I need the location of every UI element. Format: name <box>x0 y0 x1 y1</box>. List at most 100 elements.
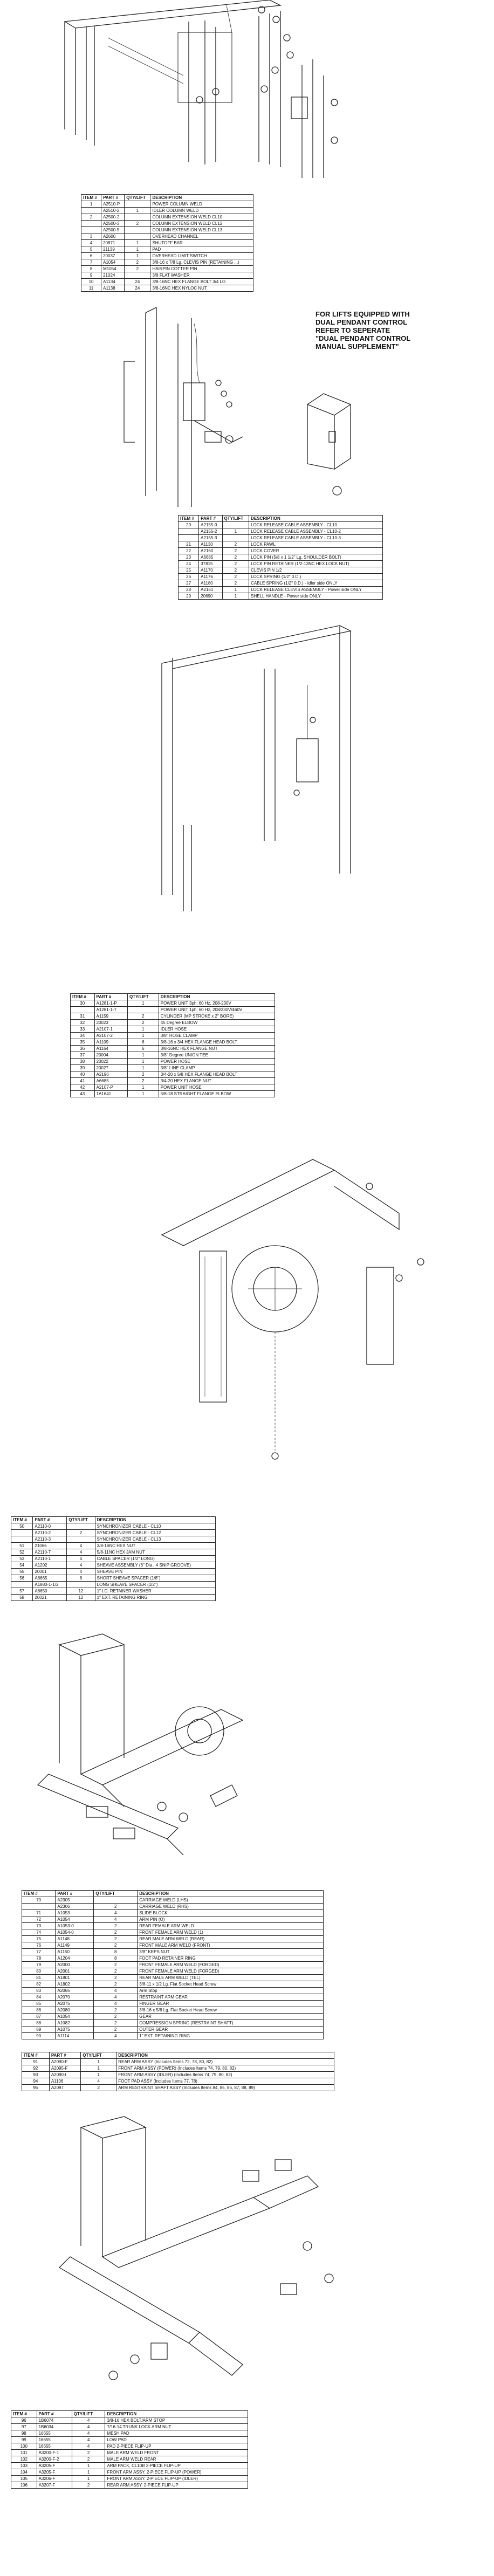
pendant-control-note: FOR LIFTS EQUIPPED WITH DUAL PENDANT CON… <box>315 310 456 351</box>
cell-qty: 2 <box>93 1903 138 1910</box>
cell-qty: 1 <box>127 1090 159 1097</box>
cell-part: 1B6034 <box>36 2423 72 2430</box>
cell-qty: 1 <box>71 2469 106 2476</box>
cell-item: 58 <box>10 1594 33 1601</box>
cell-part: 20871 <box>101 239 125 246</box>
cell-part: A1138 <box>101 285 125 292</box>
cell-item: 94 <box>22 2078 50 2085</box>
cell-part: A2155-2 <box>198 528 223 535</box>
cell-description: ARM PIN (O) <box>137 1916 324 1923</box>
col-part: PART # <box>94 993 128 1000</box>
cell-item: 99 <box>11 2436 37 2443</box>
cell-part: A2196 <box>94 1071 128 1078</box>
cell-item: 95 <box>22 2084 50 2091</box>
cell-qty: 12 <box>66 1588 95 1595</box>
cell-qty <box>222 534 250 541</box>
cell-description: FOOT PAD ASSY (Includes Items 77, 78) <box>116 2078 334 2085</box>
cell-description: LOCK PAWL <box>249 541 383 548</box>
cell-qty: 24 <box>124 278 151 285</box>
cell-qty: 4 <box>66 1549 95 1556</box>
cell-item: 104 <box>11 2469 37 2476</box>
cell-item: 38 <box>70 1058 95 1065</box>
cell-qty <box>93 1897 138 1904</box>
cell-part: A2090-I <box>49 2071 81 2078</box>
cell-qty: 2 <box>127 1013 159 1020</box>
cell-qty: 1 <box>124 246 151 253</box>
cell-part: A2110-0 <box>32 1523 67 1530</box>
figure-front-arms <box>27 2106 351 2397</box>
cell-part: A6665 <box>32 1575 67 1582</box>
cell-description: SHEAVE PIN <box>94 1568 216 1575</box>
cell-part: A2306 <box>55 1903 94 1910</box>
figure-lock-release <box>113 302 383 507</box>
cell-item: 21 <box>177 541 200 548</box>
cell-part: A2510-P <box>101 201 125 208</box>
col-description: DESCRIPTION <box>94 1516 216 1523</box>
cell-item: 84 <box>21 1994 56 2001</box>
cell-item: 1 <box>80 201 102 208</box>
cell-part: A1053 <box>55 1909 94 1916</box>
cell-item: 8 <box>80 265 102 272</box>
cell-description: LOCK PIN RETAINER (1/2-13NC HEX LOCK NUT… <box>249 560 383 567</box>
cell-qty <box>66 1536 95 1543</box>
cell-item: 85 <box>21 2000 56 2007</box>
cell-item: 54 <box>10 1562 33 1569</box>
cell-item: 43 <box>70 1090 95 1097</box>
cell-qty: 2 <box>93 1974 138 1981</box>
cell-item: 76 <box>21 1942 56 1949</box>
cell-part: A1054 <box>101 259 125 266</box>
cell-description: PAD <box>150 246 253 253</box>
cell-description: IDLER COLUMN WELD <box>150 207 253 214</box>
cell-item: 23 <box>177 554 200 561</box>
cell-qty: 2 <box>66 1529 95 1536</box>
cell-description: FRONT ARM ASSY (POWER) (Includes Items 7… <box>116 2065 334 2072</box>
cell-part: A1204 <box>55 1955 94 1962</box>
cell-qty: 2 <box>124 220 151 227</box>
cell-description: Arm Stop <box>137 1987 324 1994</box>
cell-qty: 2 <box>93 1935 138 1942</box>
cell-item: 93 <box>22 2071 50 2078</box>
cell-description: CARRIAGE WELD (RHS) <box>137 1903 324 1910</box>
cell-qty <box>222 521 250 528</box>
cell-part: 21024 <box>101 272 125 279</box>
cell-qty: 2 <box>222 573 250 580</box>
cell-qty: 1 <box>80 2071 117 2078</box>
cell-qty: 2 <box>71 2456 106 2463</box>
cell-description: OVERHEAD LIMIT SWITCH <box>150 252 253 259</box>
cell-description: ARM PACK, CL10B 2-PIECE FLIP-UP <box>105 2462 248 2469</box>
cell-part: A1082 <box>55 2019 94 2027</box>
cell-item: 72 <box>21 1916 56 1923</box>
cell-part: A1109 <box>94 1039 128 1046</box>
col-qty: QTY/LIFT <box>71 2410 106 2417</box>
col-qty: QTY/LIFT <box>127 993 159 1000</box>
cell-item: 98 <box>11 2430 37 2437</box>
cell-part: 20023 <box>94 1019 128 1026</box>
cell-item: 36 <box>70 1045 95 1052</box>
cell-qty: 4 <box>71 2436 106 2443</box>
cell-qty: 4 <box>66 1568 95 1575</box>
cell-part: A2155-0 <box>198 521 223 528</box>
cell-part: A2107-P <box>94 1084 128 1091</box>
cell-description: COMPRESSION SPRING (RESTRAINT SHAFT) <box>137 2019 324 2027</box>
col-qty: QTY/LIFT <box>93 1890 138 1897</box>
cell-item: 34 <box>70 1032 95 1039</box>
cell-description: REAR MALE ARM WELD (REAR) <box>137 1935 324 1942</box>
cell-part: A2065 <box>55 1987 94 1994</box>
